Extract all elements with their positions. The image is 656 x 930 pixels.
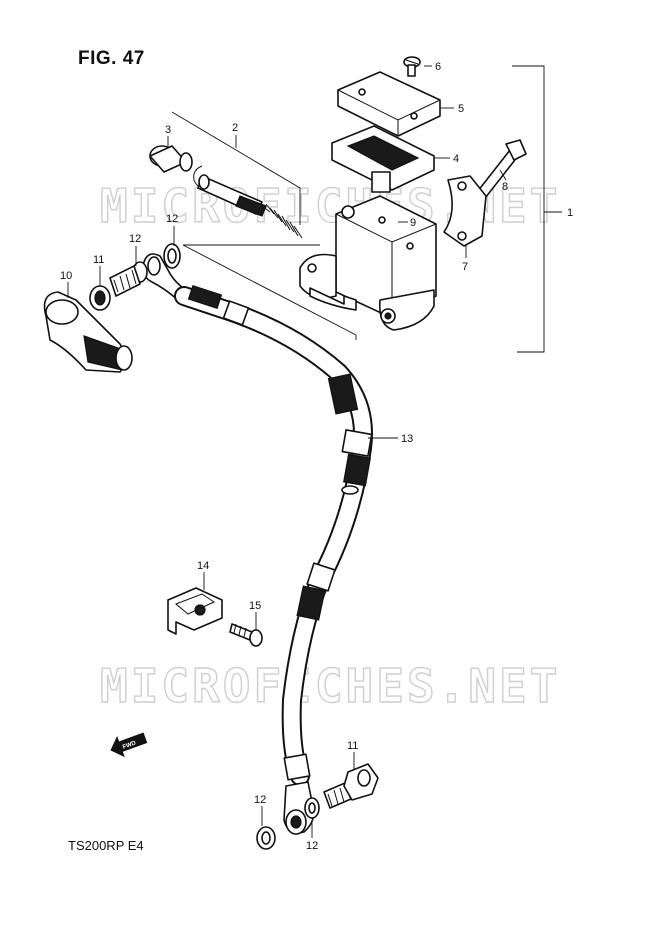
sealing-washer-lower-right bbox=[304, 797, 320, 819]
callout-11-lower: 11 bbox=[347, 740, 358, 752]
piston-and-spring bbox=[197, 174, 303, 239]
master-cylinder-body bbox=[299, 195, 437, 331]
callout-12-lower-right: 12 bbox=[306, 840, 318, 852]
hose-clamp bbox=[167, 587, 223, 635]
piston-boot bbox=[149, 145, 193, 173]
callout-numbers: 1 2 3 4 5 6 7 8 9 10 11 11 12 12 12 12 1… bbox=[60, 61, 573, 852]
callout-10: 10 bbox=[60, 270, 72, 282]
sealing-washer-upper-right bbox=[163, 243, 181, 269]
lower-banjo-fitting bbox=[283, 781, 315, 835]
forward-direction-arrow: FWD bbox=[110, 732, 148, 758]
hose-clamp-screw bbox=[229, 623, 263, 647]
sealing-washer-lower-left bbox=[256, 826, 276, 850]
callout-4: 4 bbox=[453, 153, 459, 165]
handlebar-clamp bbox=[443, 175, 487, 247]
assembly-bracket bbox=[512, 65, 562, 353]
callout-leaders bbox=[67, 65, 507, 838]
callout-8: 8 bbox=[502, 181, 508, 193]
callout-12-lower-left: 12 bbox=[254, 794, 266, 806]
callout-15: 15 bbox=[249, 600, 261, 612]
reservoir-cap-screw bbox=[403, 56, 421, 77]
callout-14: 14 bbox=[197, 560, 209, 572]
callout-13: 13 bbox=[401, 433, 413, 445]
callout-3: 3 bbox=[165, 124, 171, 136]
callout-11-upper: 11 bbox=[93, 254, 104, 266]
watermark-lower: MICROFICHES.NET bbox=[100, 659, 560, 713]
callout-6: 6 bbox=[435, 61, 441, 73]
model-code: TS200RP E4 bbox=[68, 838, 144, 853]
callout-12-upper-left: 12 bbox=[129, 233, 141, 245]
union-bolt-upper bbox=[89, 265, 141, 311]
callout-1: 1 bbox=[567, 207, 573, 219]
callout-5: 5 bbox=[458, 103, 464, 115]
fwd-label: FWD bbox=[122, 740, 138, 751]
piston-kit-bracket bbox=[171, 111, 357, 340]
reservoir-diaphragm bbox=[331, 125, 435, 193]
callout-9: 9 bbox=[410, 217, 416, 229]
brake-hose bbox=[174, 284, 373, 786]
figure-title: FIG. 47 bbox=[78, 48, 145, 69]
callout-7: 7 bbox=[462, 261, 468, 273]
banjo-cover bbox=[43, 291, 133, 373]
callout-12-upper-right: 12 bbox=[166, 213, 178, 225]
union-bolt-lower bbox=[323, 763, 379, 809]
reservoir-cap bbox=[337, 71, 441, 137]
callout-2: 2 bbox=[232, 122, 238, 134]
